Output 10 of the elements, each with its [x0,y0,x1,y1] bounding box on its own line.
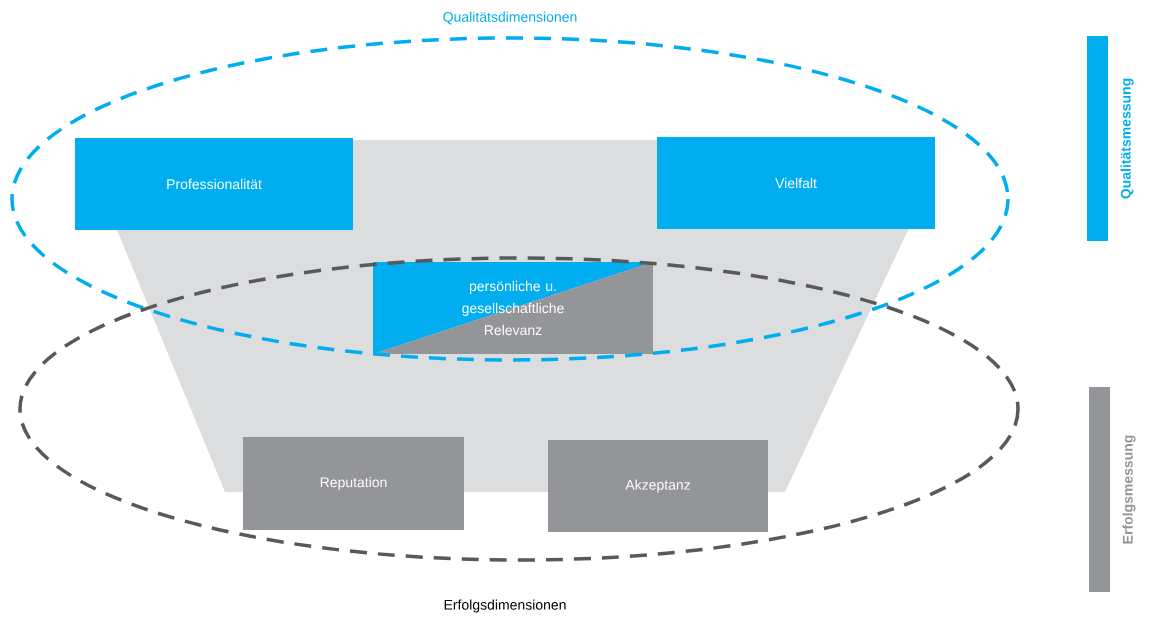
side-bar: Erfolgsmessung [1089,387,1136,592]
node-label: Qualitätsdimensionen [443,11,577,25]
dimension-box: Professionalität [75,138,353,230]
dimension-box: Vielfalt [657,137,935,229]
dimension-box: Akzeptanz [548,440,768,532]
dimension-box: Reputation [243,437,464,530]
node-label: Qualitätsmessung [1120,78,1134,199]
node-label: Erfolgsmessung [1122,435,1136,544]
node-label: Erfolgsdimensionen [444,599,566,613]
side-bar: Qualitätsmessung [1087,36,1134,241]
